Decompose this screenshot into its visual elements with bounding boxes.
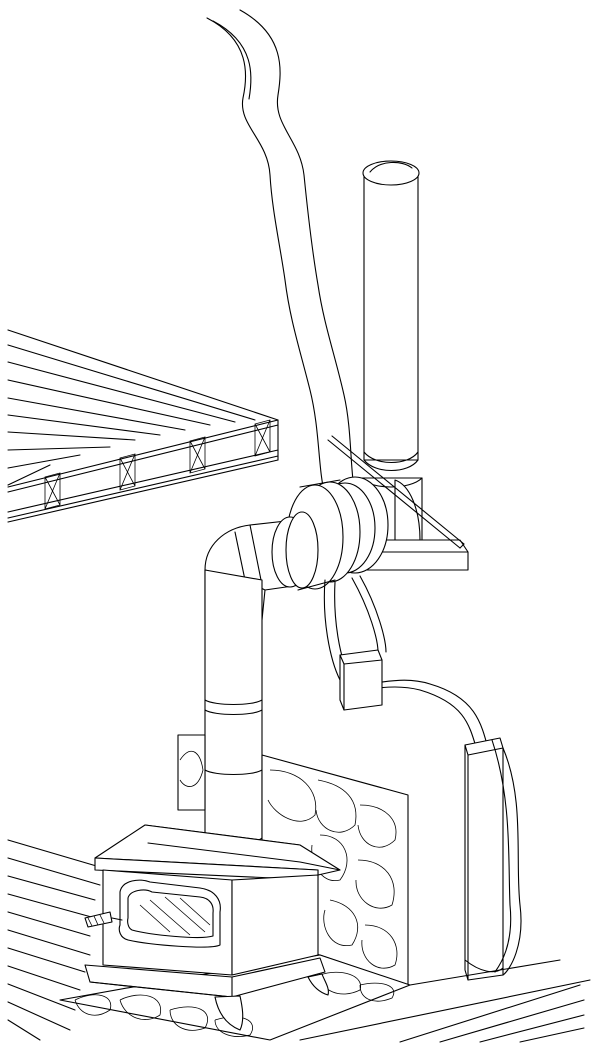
floor-joist-cutaway	[7, 329, 279, 523]
smoke-plume	[206, 9, 356, 496]
stove-leg-back	[307, 973, 329, 996]
door-handle-icon	[84, 911, 113, 928]
door-window	[127, 889, 214, 938]
junction-box-lower	[464, 737, 522, 981]
stovepipe-vertical	[204, 569, 263, 845]
wood-stove	[84, 824, 341, 1031]
stove-side	[231, 874, 319, 976]
floor-planks	[7, 839, 591, 1043]
stove-leg-front	[214, 995, 244, 1031]
junction-box-upper	[339, 649, 383, 711]
chimney-top-opening	[362, 160, 420, 186]
